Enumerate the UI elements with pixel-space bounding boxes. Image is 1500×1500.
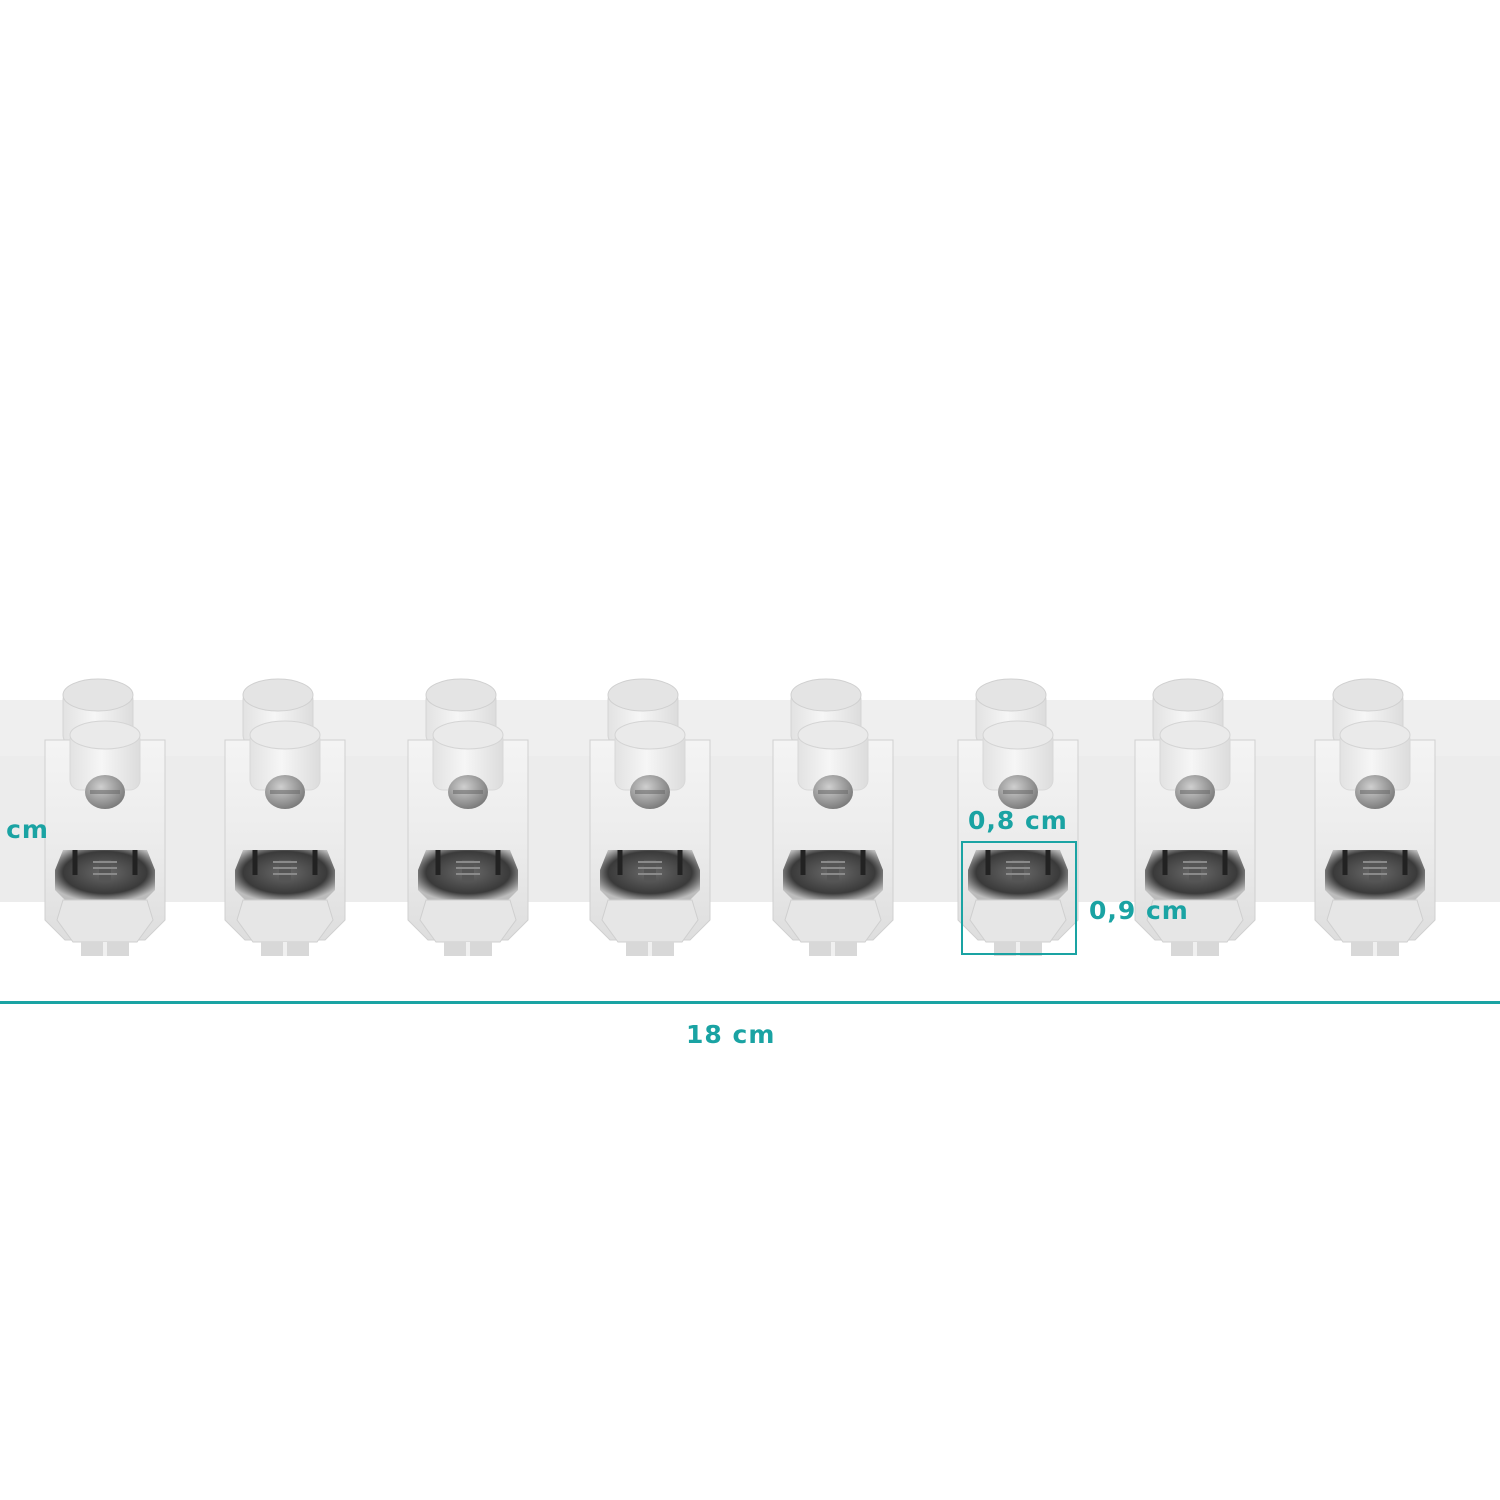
length-dimension-label: 18 cm	[686, 1020, 776, 1049]
height-dimension-label: 2 cm	[0, 815, 49, 844]
length-dimension-line	[0, 1001, 1500, 1004]
hole-size-box	[961, 841, 1077, 955]
hole-width-dimension-label: 0,8 cm	[968, 806, 1068, 835]
hole-height-dimension-label: 0,9 cm	[1089, 896, 1189, 925]
